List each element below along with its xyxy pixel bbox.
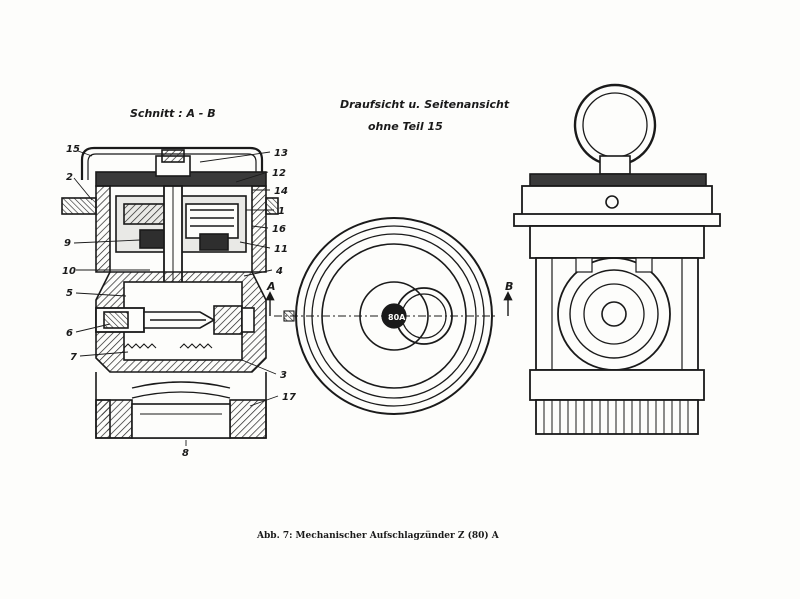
top-view xyxy=(265,217,513,415)
label-7: 7 xyxy=(70,352,77,363)
label-4: 4 xyxy=(275,266,283,277)
label-17: 17 xyxy=(282,392,296,403)
marker-b: B xyxy=(505,280,513,293)
section-view xyxy=(61,146,279,439)
label-2: 2 xyxy=(66,172,73,183)
top-view-title-line2: ohne Teil 15 xyxy=(368,120,443,133)
label-16: 16 xyxy=(272,224,286,235)
label-13: 13 xyxy=(274,148,288,159)
side-view xyxy=(513,83,721,435)
marker-a: A xyxy=(266,280,276,293)
label-5: 5 xyxy=(66,288,73,299)
leader-lines xyxy=(73,150,279,446)
section-title: Schnitt : A - B xyxy=(130,107,216,120)
top-view-title-line1: Draufsicht u. Seitenansicht xyxy=(340,98,510,111)
label-11: 11 xyxy=(274,244,288,255)
label-10: 10 xyxy=(62,266,76,277)
label-14: 14 xyxy=(274,186,288,197)
label-8: 8 xyxy=(182,448,189,459)
label-1: 1 xyxy=(278,206,285,217)
figure-caption: Abb. 7: Mechanischer Aufschlagzünder Z (… xyxy=(256,530,500,541)
label-15: 15 xyxy=(66,144,80,155)
label-3: 3 xyxy=(280,370,287,381)
stamp-marking: 80A xyxy=(388,313,406,322)
label-9: 9 xyxy=(64,238,71,249)
label-6: 6 xyxy=(66,328,73,339)
label-12: 12 xyxy=(272,168,286,179)
